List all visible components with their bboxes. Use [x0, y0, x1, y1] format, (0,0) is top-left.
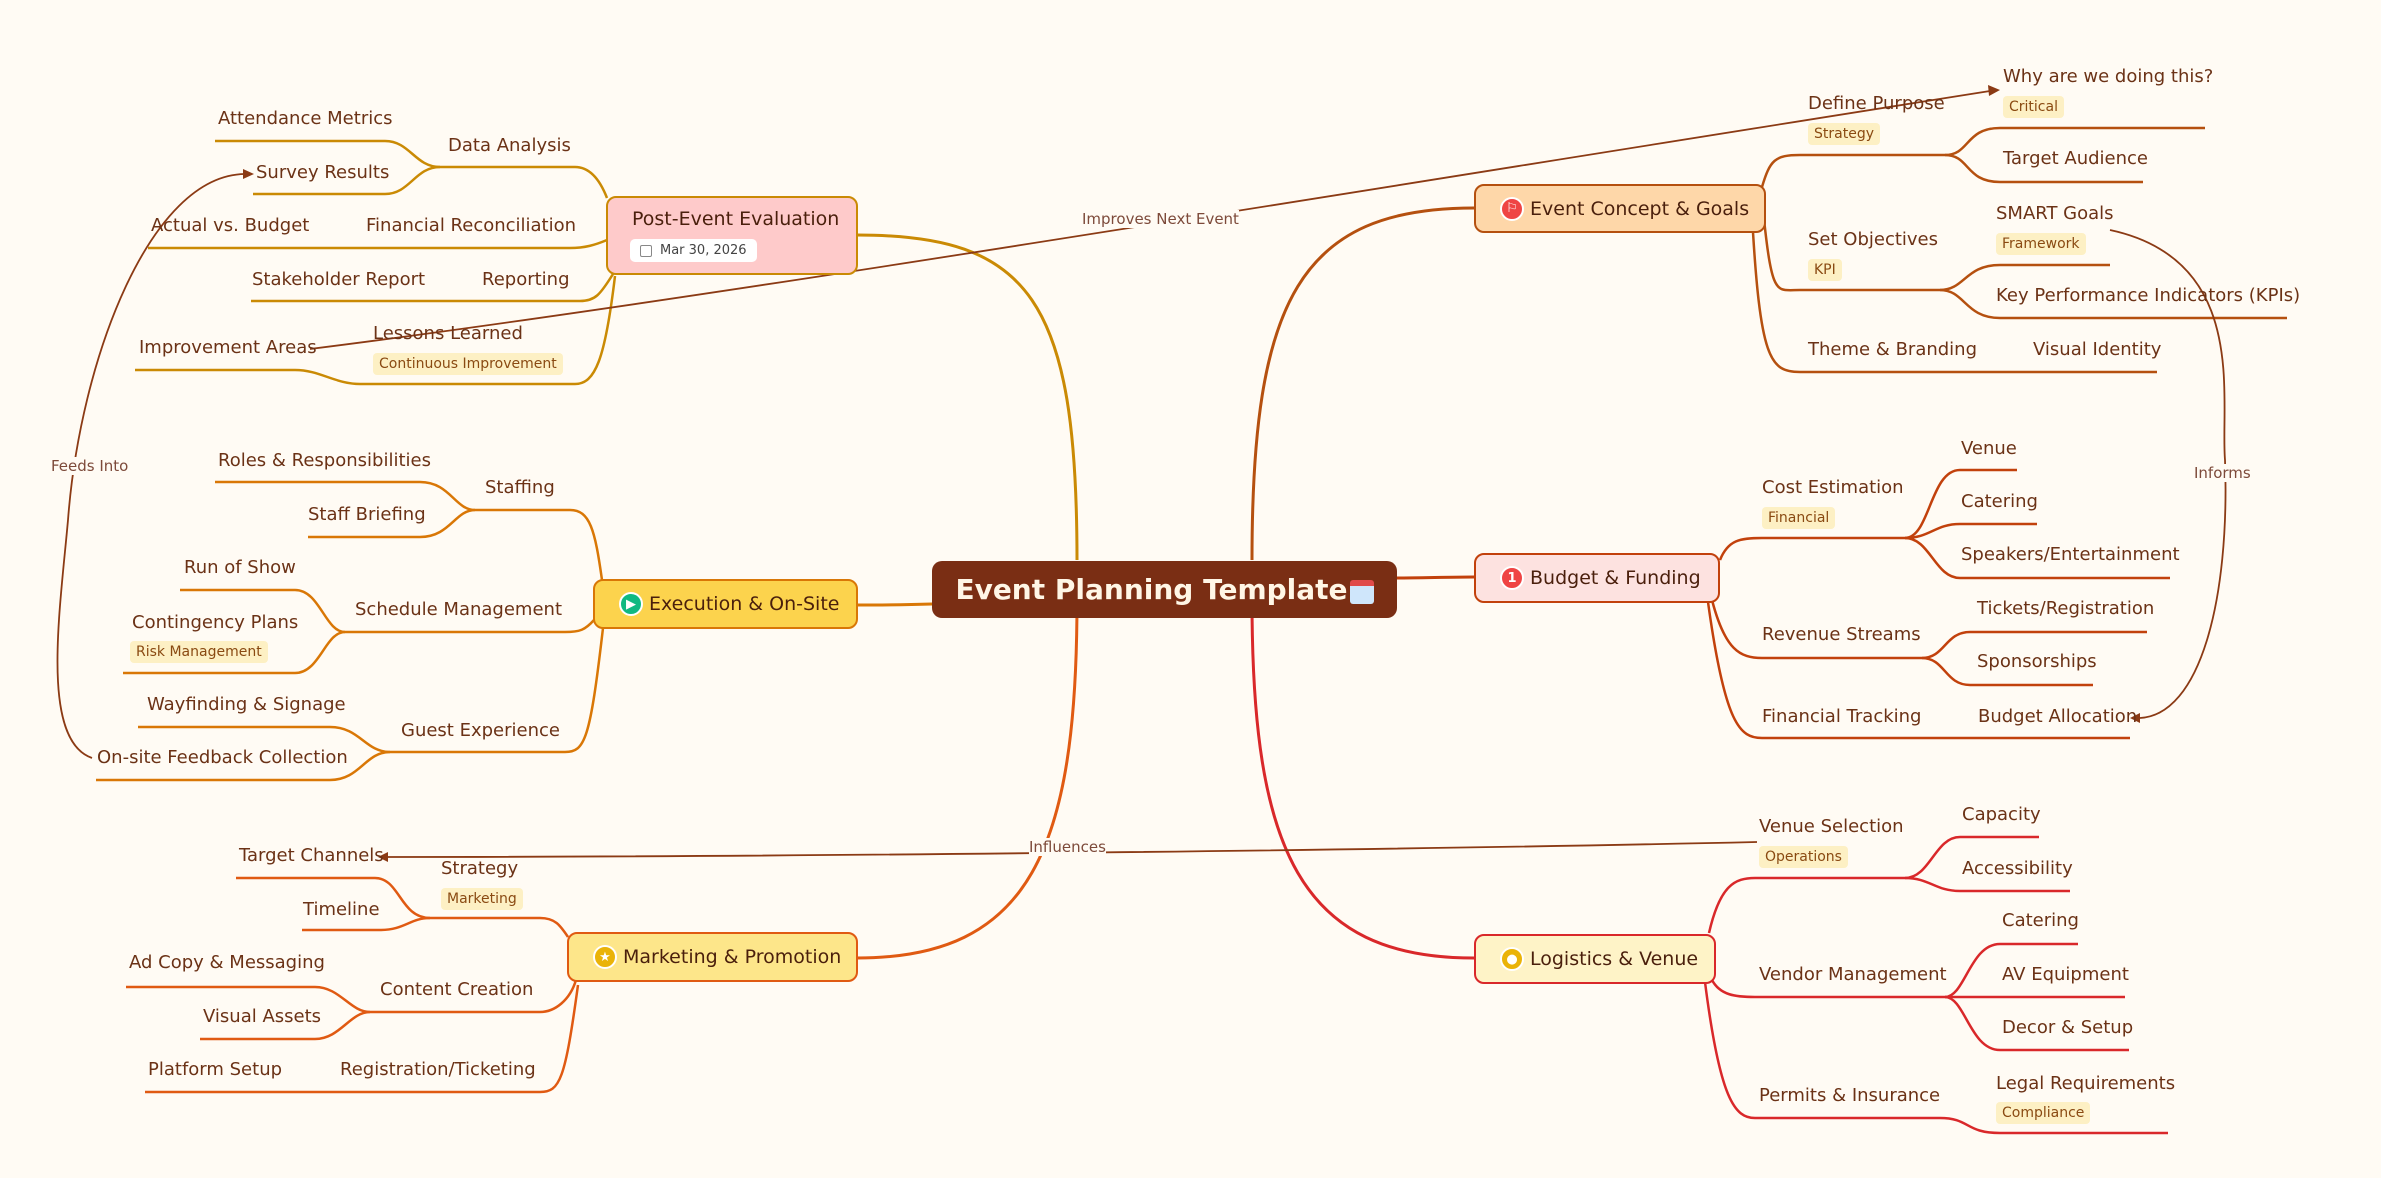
root-node[interactable]: Event Planning Template [932, 561, 1397, 618]
tag-marketing: Marketing [441, 888, 523, 910]
person-icon: ● [1500, 947, 1524, 971]
node-content-creation[interactable]: Content Creation [380, 979, 534, 1000]
tag-compliance: Compliance [1996, 1102, 2091, 1124]
node-reporting[interactable]: Reporting [482, 269, 570, 290]
branch-post-event[interactable]: Post-Event Evaluation [606, 196, 858, 275]
node-accessibility[interactable]: Accessibility [1962, 858, 2073, 879]
node-define-purpose[interactable]: Define Purpose [1808, 93, 1945, 114]
node-actual-vs-budget[interactable]: Actual vs. Budget [151, 215, 310, 236]
node-revenue-streams[interactable]: Revenue Streams [1762, 624, 1921, 645]
tag-financial: Financial [1762, 507, 1836, 529]
node-data-analysis[interactable]: Data Analysis [448, 135, 571, 156]
node-lessons-learned[interactable]: Lessons Learned [373, 323, 523, 344]
node-ad-copy[interactable]: Ad Copy & Messaging [129, 952, 325, 973]
node-kpis[interactable]: Key Performance Indicators (KPIs) [1996, 285, 2301, 306]
branch-budget-funding[interactable]: 1 Budget & Funding [1474, 553, 1720, 603]
node-smart-goals[interactable]: SMART Goals [1996, 203, 2114, 224]
node-why[interactable]: Why are we doing this? [2003, 66, 2214, 87]
node-speakers[interactable]: Speakers/Entertainment [1961, 544, 2180, 565]
relation-label-influences[interactable]: Influences [1029, 838, 1106, 856]
tag-critical: Critical [2003, 96, 2064, 118]
tag-strategy: Strategy [1808, 123, 1880, 145]
branch-label: Execution & On-Site [649, 593, 840, 615]
node-staffing[interactable]: Staffing [485, 477, 555, 498]
node-financial-reconciliation[interactable]: Financial Reconciliation [366, 215, 577, 236]
tag-operations: Operations [1759, 846, 1848, 868]
node-staff-briefing[interactable]: Staff Briefing [308, 504, 426, 525]
node-attendance-metrics[interactable]: Attendance Metrics [218, 108, 393, 129]
node-cost-estimation[interactable]: Cost Estimation [1762, 477, 1904, 498]
node-vendor-management[interactable]: Vendor Management [1759, 964, 1947, 985]
node-run-of-show[interactable]: Run of Show [184, 557, 296, 578]
flag-icon: ⚐ [1500, 196, 1524, 221]
branch-event-concept[interactable]: ⚐ Event Concept & Goals [1474, 184, 1766, 233]
node-av-equipment[interactable]: AV Equipment [2002, 964, 2129, 985]
node-contingency-plans[interactable]: Contingency Plans [132, 612, 299, 633]
node-permits-insurance[interactable]: Permits & Insurance [1759, 1085, 1941, 1106]
node-schedule-management[interactable]: Schedule Management [355, 599, 563, 620]
priority-1-icon: 1 [1500, 566, 1524, 590]
calendar-icon [640, 244, 652, 257]
branch-label: Event Concept & Goals [1530, 197, 1750, 220]
branch-label: Post-Event Evaluation [632, 208, 840, 230]
branch-logistics-venue[interactable]: ● Logistics & Venue [1474, 934, 1716, 984]
node-roles[interactable]: Roles & Responsibilities [218, 450, 431, 471]
tag-risk-management: Risk Management [130, 641, 268, 663]
node-wayfinding[interactable]: Wayfinding & Signage [147, 694, 346, 715]
due-date: Mar 30, 2026 [660, 243, 747, 258]
node-tickets[interactable]: Tickets/Registration [1977, 598, 2155, 619]
relation-label-improves-next-event[interactable]: Improves Next Event [1082, 210, 1239, 228]
node-target-channels[interactable]: Target Channels [239, 845, 384, 866]
node-platform-setup[interactable]: Platform Setup [148, 1059, 283, 1080]
node-survey-results[interactable]: Survey Results [256, 162, 390, 183]
tag-kpi: KPI [1808, 259, 1842, 281]
play-icon: ▶ [619, 592, 643, 616]
node-venue[interactable]: Venue [1961, 438, 2017, 459]
calendar-icon [1349, 579, 1374, 604]
root-title: Event Planning Template [955, 573, 1348, 606]
branch-label: Budget & Funding [1530, 567, 1701, 589]
relation-label-feeds-into[interactable]: Feeds Into [51, 457, 129, 475]
relation-label-informs[interactable]: Informs [2194, 464, 2251, 482]
node-financial-tracking[interactable]: Financial Tracking [1762, 706, 1922, 727]
node-stakeholder-report[interactable]: Stakeholder Report [252, 269, 426, 290]
branch-label: Logistics & Venue [1530, 948, 1699, 970]
node-strategy[interactable]: Strategy [441, 858, 519, 879]
node-decor-setup[interactable]: Decor & Setup [2002, 1017, 2134, 1038]
node-capacity[interactable]: Capacity [1962, 804, 2041, 825]
node-venue-selection[interactable]: Venue Selection [1759, 816, 1904, 837]
node-visual-identity[interactable]: Visual Identity [2033, 339, 2162, 360]
node-onsite-feedback[interactable]: On-site Feedback Collection [97, 747, 348, 768]
node-budget-allocation[interactable]: Budget Allocation [1978, 706, 2138, 727]
node-legal-requirements[interactable]: Legal Requirements [1996, 1073, 2176, 1094]
node-registration-ticketing[interactable]: Registration/Ticketing [340, 1059, 536, 1080]
node-vendor-catering[interactable]: Catering [2002, 910, 2079, 931]
node-guest-experience[interactable]: Guest Experience [401, 720, 560, 741]
node-target-audience[interactable]: Target Audience [2003, 148, 2149, 169]
due-date-chip[interactable]: Mar 30, 2026 [630, 239, 757, 262]
node-timeline[interactable]: Timeline [303, 899, 380, 920]
node-catering[interactable]: Catering [1961, 491, 2038, 512]
node-set-objectives[interactable]: Set Objectives [1808, 229, 1939, 250]
branch-execution-onsite[interactable]: ▶ Execution & On-Site [593, 579, 858, 629]
tag-framework: Framework [1996, 233, 2086, 255]
branch-label: Marketing & Promotion [623, 946, 842, 968]
node-visual-assets[interactable]: Visual Assets [203, 1006, 322, 1027]
node-sponsorships[interactable]: Sponsorships [1977, 651, 2097, 672]
node-improvement-areas[interactable]: Improvement Areas [139, 337, 317, 358]
tag-continuous-improvement: Continuous Improvement [373, 353, 563, 375]
branch-marketing-promotion[interactable]: ★ Marketing & Promotion [567, 932, 858, 982]
star-icon: ★ [593, 945, 617, 969]
node-theme-branding[interactable]: Theme & Branding [1808, 339, 1978, 360]
